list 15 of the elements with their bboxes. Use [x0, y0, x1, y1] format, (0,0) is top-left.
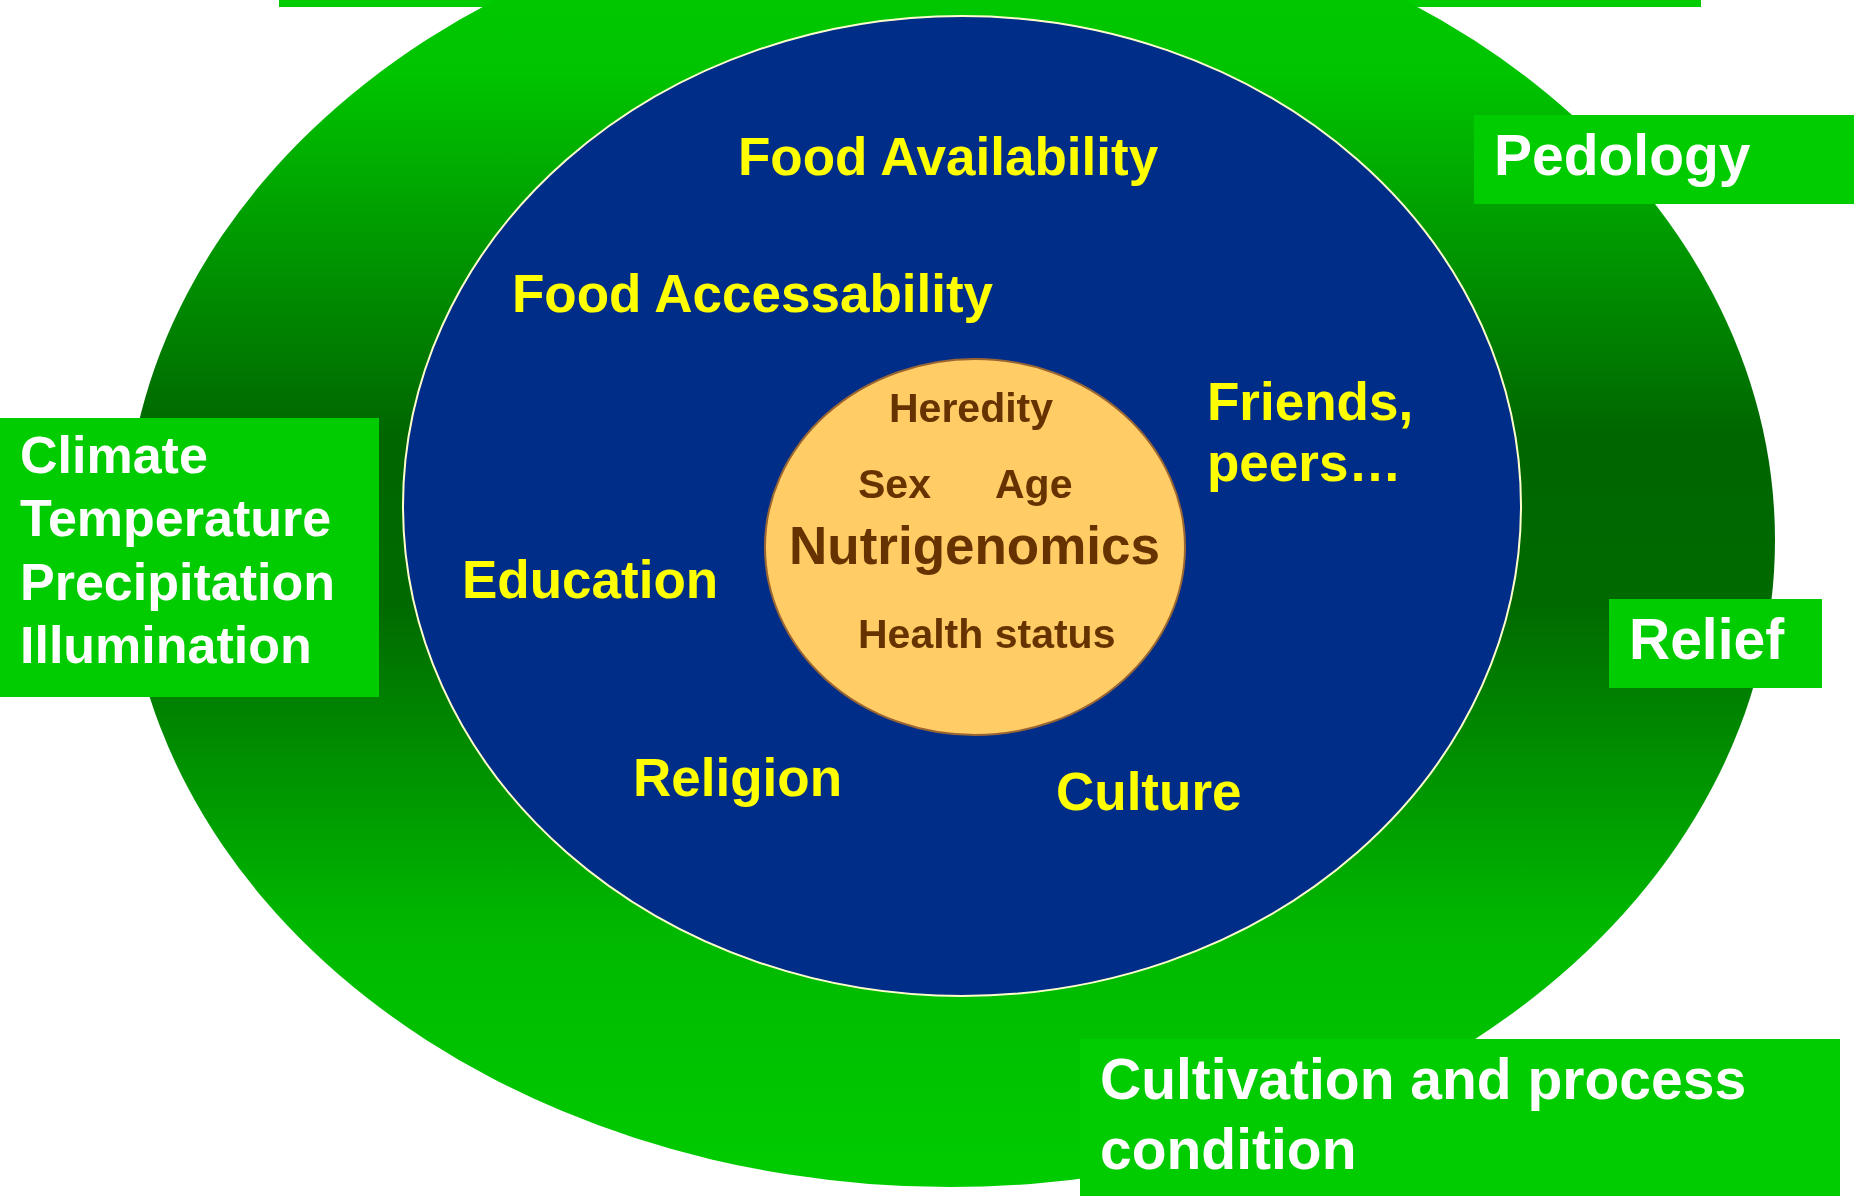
factor-box: Relief [1609, 599, 1822, 688]
factor-box: Pedology [1474, 115, 1854, 204]
factor-box: Cultivation and process condition [1080, 1039, 1840, 1196]
factor-label: Food Availability [738, 127, 1159, 189]
factor-label: Health status [858, 611, 1116, 659]
factor-label: Culture [1056, 762, 1242, 824]
factor-label: Food Accessability [512, 264, 994, 326]
factor-label: Heredity [889, 385, 1054, 433]
factor-label: Sex [858, 461, 931, 509]
factor-label: Friends, peers… [1207, 372, 1415, 494]
factor-label: Nutrigenomics [789, 516, 1161, 578]
factor-label: Age [995, 461, 1073, 509]
factor-box: Climate Temperature Precipitation Illumination [0, 418, 379, 697]
factor-label: Religion [633, 748, 843, 810]
factor-label: Education [462, 550, 719, 612]
